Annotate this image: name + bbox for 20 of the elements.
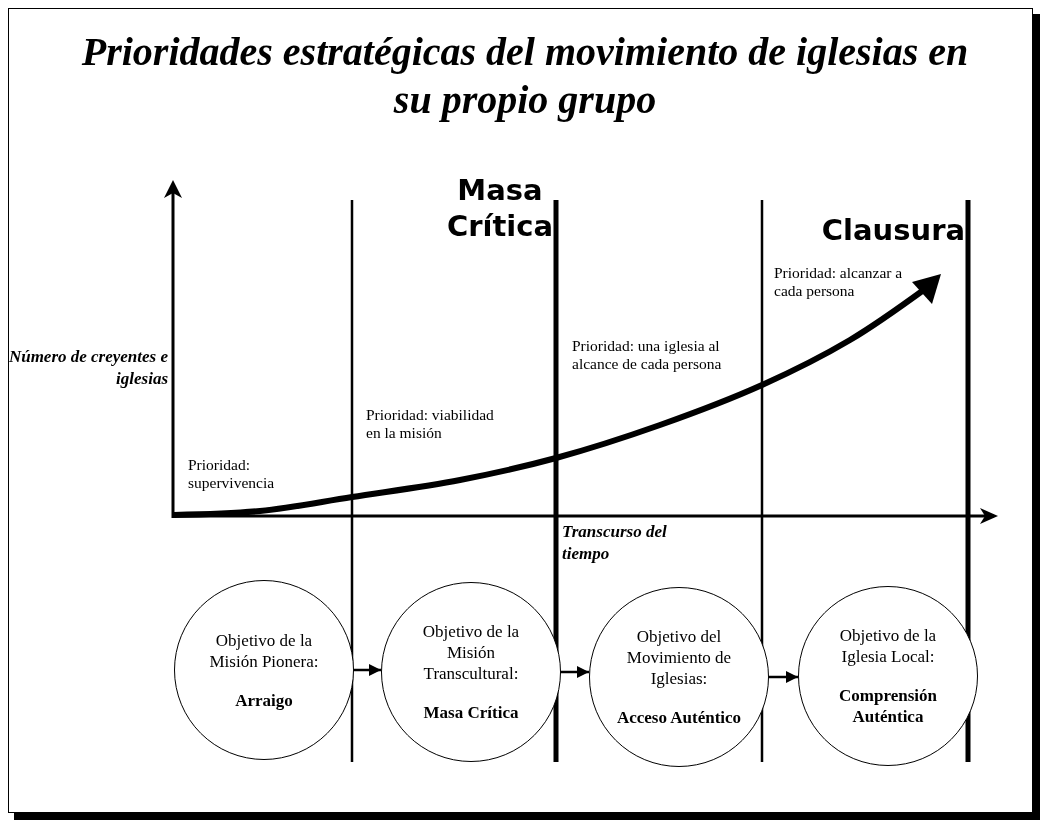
axis-label: Transcurso del tiempo [562, 521, 668, 565]
stage-heading: Masa Crítica [445, 172, 555, 244]
objective-value: Acceso Auténtico [615, 707, 743, 728]
objective-text: Objetivo de la Misión Transcultural: [421, 621, 521, 684]
arrow [354, 663, 381, 677]
stage-heading: Clausura [820, 212, 965, 248]
objective-value: Masa Crítica [422, 702, 520, 723]
objective-text: Objetivo de la Misión Pionera: [208, 629, 320, 672]
objective-text: Objetivo de la Iglesia Local: [838, 625, 938, 667]
title: Prioridades estratégicas del movimiento de iglesias en su propio grupo [80, 28, 970, 124]
priority-text: Prioridad: viabilidad en la misión [366, 406, 495, 442]
priority-text: Prioridad: alcanzar a cada persona [774, 264, 904, 300]
priority-text: Prioridad: una iglesia al alcance de cada persona [572, 337, 723, 373]
priority-text: Prioridad: supervivencia [188, 456, 276, 492]
axis-label: Número de creyentes e iglesias [8, 346, 168, 390]
arrow [561, 665, 589, 679]
objective-value: Arraigo [234, 689, 294, 711]
objective-value: Comprensión Auténtica [838, 685, 938, 727]
objective-text: Objetivo del Movimiento de Iglesias: [625, 626, 733, 689]
arrow [769, 670, 798, 684]
